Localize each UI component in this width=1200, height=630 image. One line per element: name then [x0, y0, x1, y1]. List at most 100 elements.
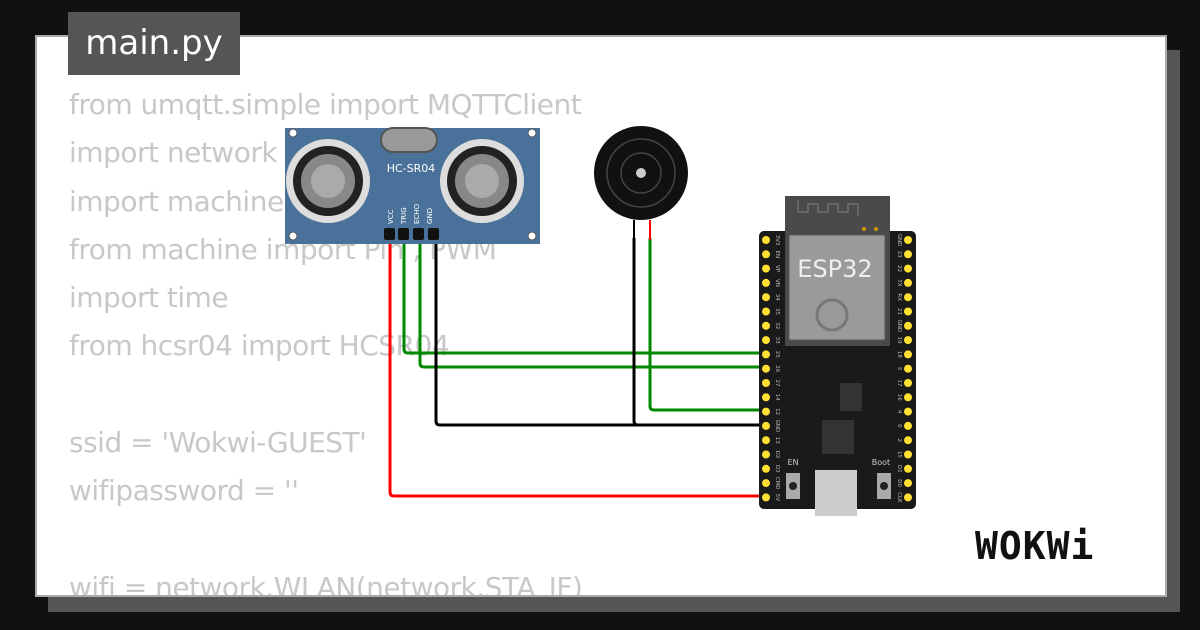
pin-left-D3	[762, 464, 770, 473]
pin-left-13	[762, 436, 770, 445]
pin-label: CLK	[896, 492, 902, 503]
wire-gnd-sensor	[434, 238, 766, 427]
pin-right-2	[904, 436, 912, 445]
pin-label: VCC	[387, 209, 395, 224]
pin-label: D2	[774, 451, 780, 459]
pin-left-5V	[762, 493, 770, 502]
pin-label: 5V	[774, 494, 780, 501]
code-line: wifi = network.WLAN(network.STA_IF)	[69, 570, 583, 597]
pin-label: 4	[896, 410, 902, 414]
pin-right-4	[904, 407, 912, 416]
pin-right-GND	[904, 236, 912, 244]
code-line: from umqtt.simple import MQTTClient	[69, 88, 582, 121]
pin-label: GND	[896, 234, 902, 247]
pin-left-CMD	[762, 479, 770, 488]
pin-label: 16	[896, 394, 902, 401]
file-tab[interactable]: main.py	[68, 12, 240, 75]
pin-right-16	[904, 393, 912, 402]
pin-label: 14	[774, 394, 780, 401]
pin-label: TX	[896, 278, 902, 286]
pin-left-VN	[762, 278, 770, 287]
pin-left-27	[762, 379, 770, 387]
pin-right-19	[904, 336, 912, 345]
pin-right-22	[904, 264, 912, 273]
code-line: import network	[69, 136, 278, 170]
code-line: ssid = 'Wokwi-GUEST'	[69, 426, 367, 460]
pin-right-5	[904, 364, 912, 373]
wire-echo	[418, 238, 766, 369]
pin-left-25	[762, 350, 770, 359]
pin-label: 19	[896, 337, 902, 344]
wire-trig	[402, 238, 766, 355]
pin-label: 35	[774, 308, 780, 315]
pin-left-EN	[762, 250, 770, 259]
pin-label: TRIG	[400, 207, 408, 225]
pin-left-33	[762, 336, 770, 345]
pin-left-12	[762, 407, 770, 416]
pin-left-VP	[762, 264, 770, 273]
boot-label: Boot	[872, 458, 890, 467]
hc-sr04-sensor: HC-SR04 VCC TRIG ECHO GND	[285, 127, 540, 244]
pin-label: 0	[896, 424, 902, 428]
pin-label: 27	[774, 380, 780, 387]
pin-label: D1	[896, 465, 902, 473]
esp32-board: ESP32 EN Boot 3V3ENVPVN34353233252627141…	[759, 196, 916, 516]
transducer-right	[440, 139, 524, 223]
pin-right-D0	[904, 479, 912, 488]
pin-label: 12	[774, 408, 780, 415]
wokwi-logo: WOKWi	[975, 524, 1095, 568]
pin-left-GND	[762, 421, 770, 430]
pin-label: ECHO	[413, 203, 421, 224]
code-line: import time	[69, 281, 229, 315]
wire-buzzer-gnd	[632, 238, 639, 427]
board-label: ESP32	[797, 255, 872, 283]
code-line: wifipassword = ''	[69, 474, 299, 508]
pin-label: 22	[896, 265, 902, 272]
usb-port	[815, 470, 857, 516]
wire-vcc	[388, 238, 766, 498]
pin-label: RX	[896, 293, 902, 301]
pin-left-32	[762, 321, 770, 330]
pin-right-18	[904, 350, 912, 359]
pin-label: VN	[774, 279, 780, 287]
pin-right-17	[904, 379, 912, 387]
pin-label: GND	[896, 319, 902, 332]
pin-right-TX	[904, 278, 912, 287]
pin-right-CLK	[904, 493, 912, 502]
pin-label: 34	[774, 294, 780, 301]
pin-label: 26	[774, 365, 780, 372]
pin-right-23	[904, 250, 912, 259]
pin-right-D1	[904, 464, 912, 473]
pin-label: 25	[774, 351, 780, 358]
pin-label: 32	[774, 322, 780, 329]
buzzer	[594, 126, 688, 240]
code-preview: from umqtt.simple import MQTTClient impo…	[69, 81, 583, 597]
pin-right-GND	[904, 321, 912, 330]
pin-label: 5	[896, 367, 902, 371]
wire-buzzer-signal	[648, 238, 766, 412]
preview-card: from umqtt.simple import MQTTClient impo…	[35, 35, 1167, 597]
sensor-label: HC-SR04	[387, 162, 436, 175]
pin-label: 15	[896, 451, 902, 458]
pin-right-21	[904, 307, 912, 316]
pin-label: 2	[896, 438, 902, 442]
pin-right-RX	[904, 293, 912, 302]
pin-label: GND	[774, 420, 780, 433]
pin-left-14	[762, 393, 770, 402]
pin-label: 33	[774, 337, 780, 344]
pin-left-D2	[762, 450, 770, 459]
code-line: from hcsr04 import HCSR04	[69, 329, 450, 363]
pin-right-0	[904, 421, 912, 430]
transducer-left	[286, 139, 370, 223]
pin-left-34	[762, 293, 770, 302]
pin-label: D3	[774, 465, 780, 473]
pin-label: VP	[774, 265, 780, 273]
pin-label: GND	[426, 208, 434, 224]
pin-label: 18	[896, 351, 902, 358]
en-label: EN	[787, 458, 798, 467]
pin-left-3V3	[762, 236, 770, 244]
pin-left-26	[762, 364, 770, 373]
code-line: import machine	[69, 184, 284, 218]
pin-label: CMD	[774, 477, 780, 490]
